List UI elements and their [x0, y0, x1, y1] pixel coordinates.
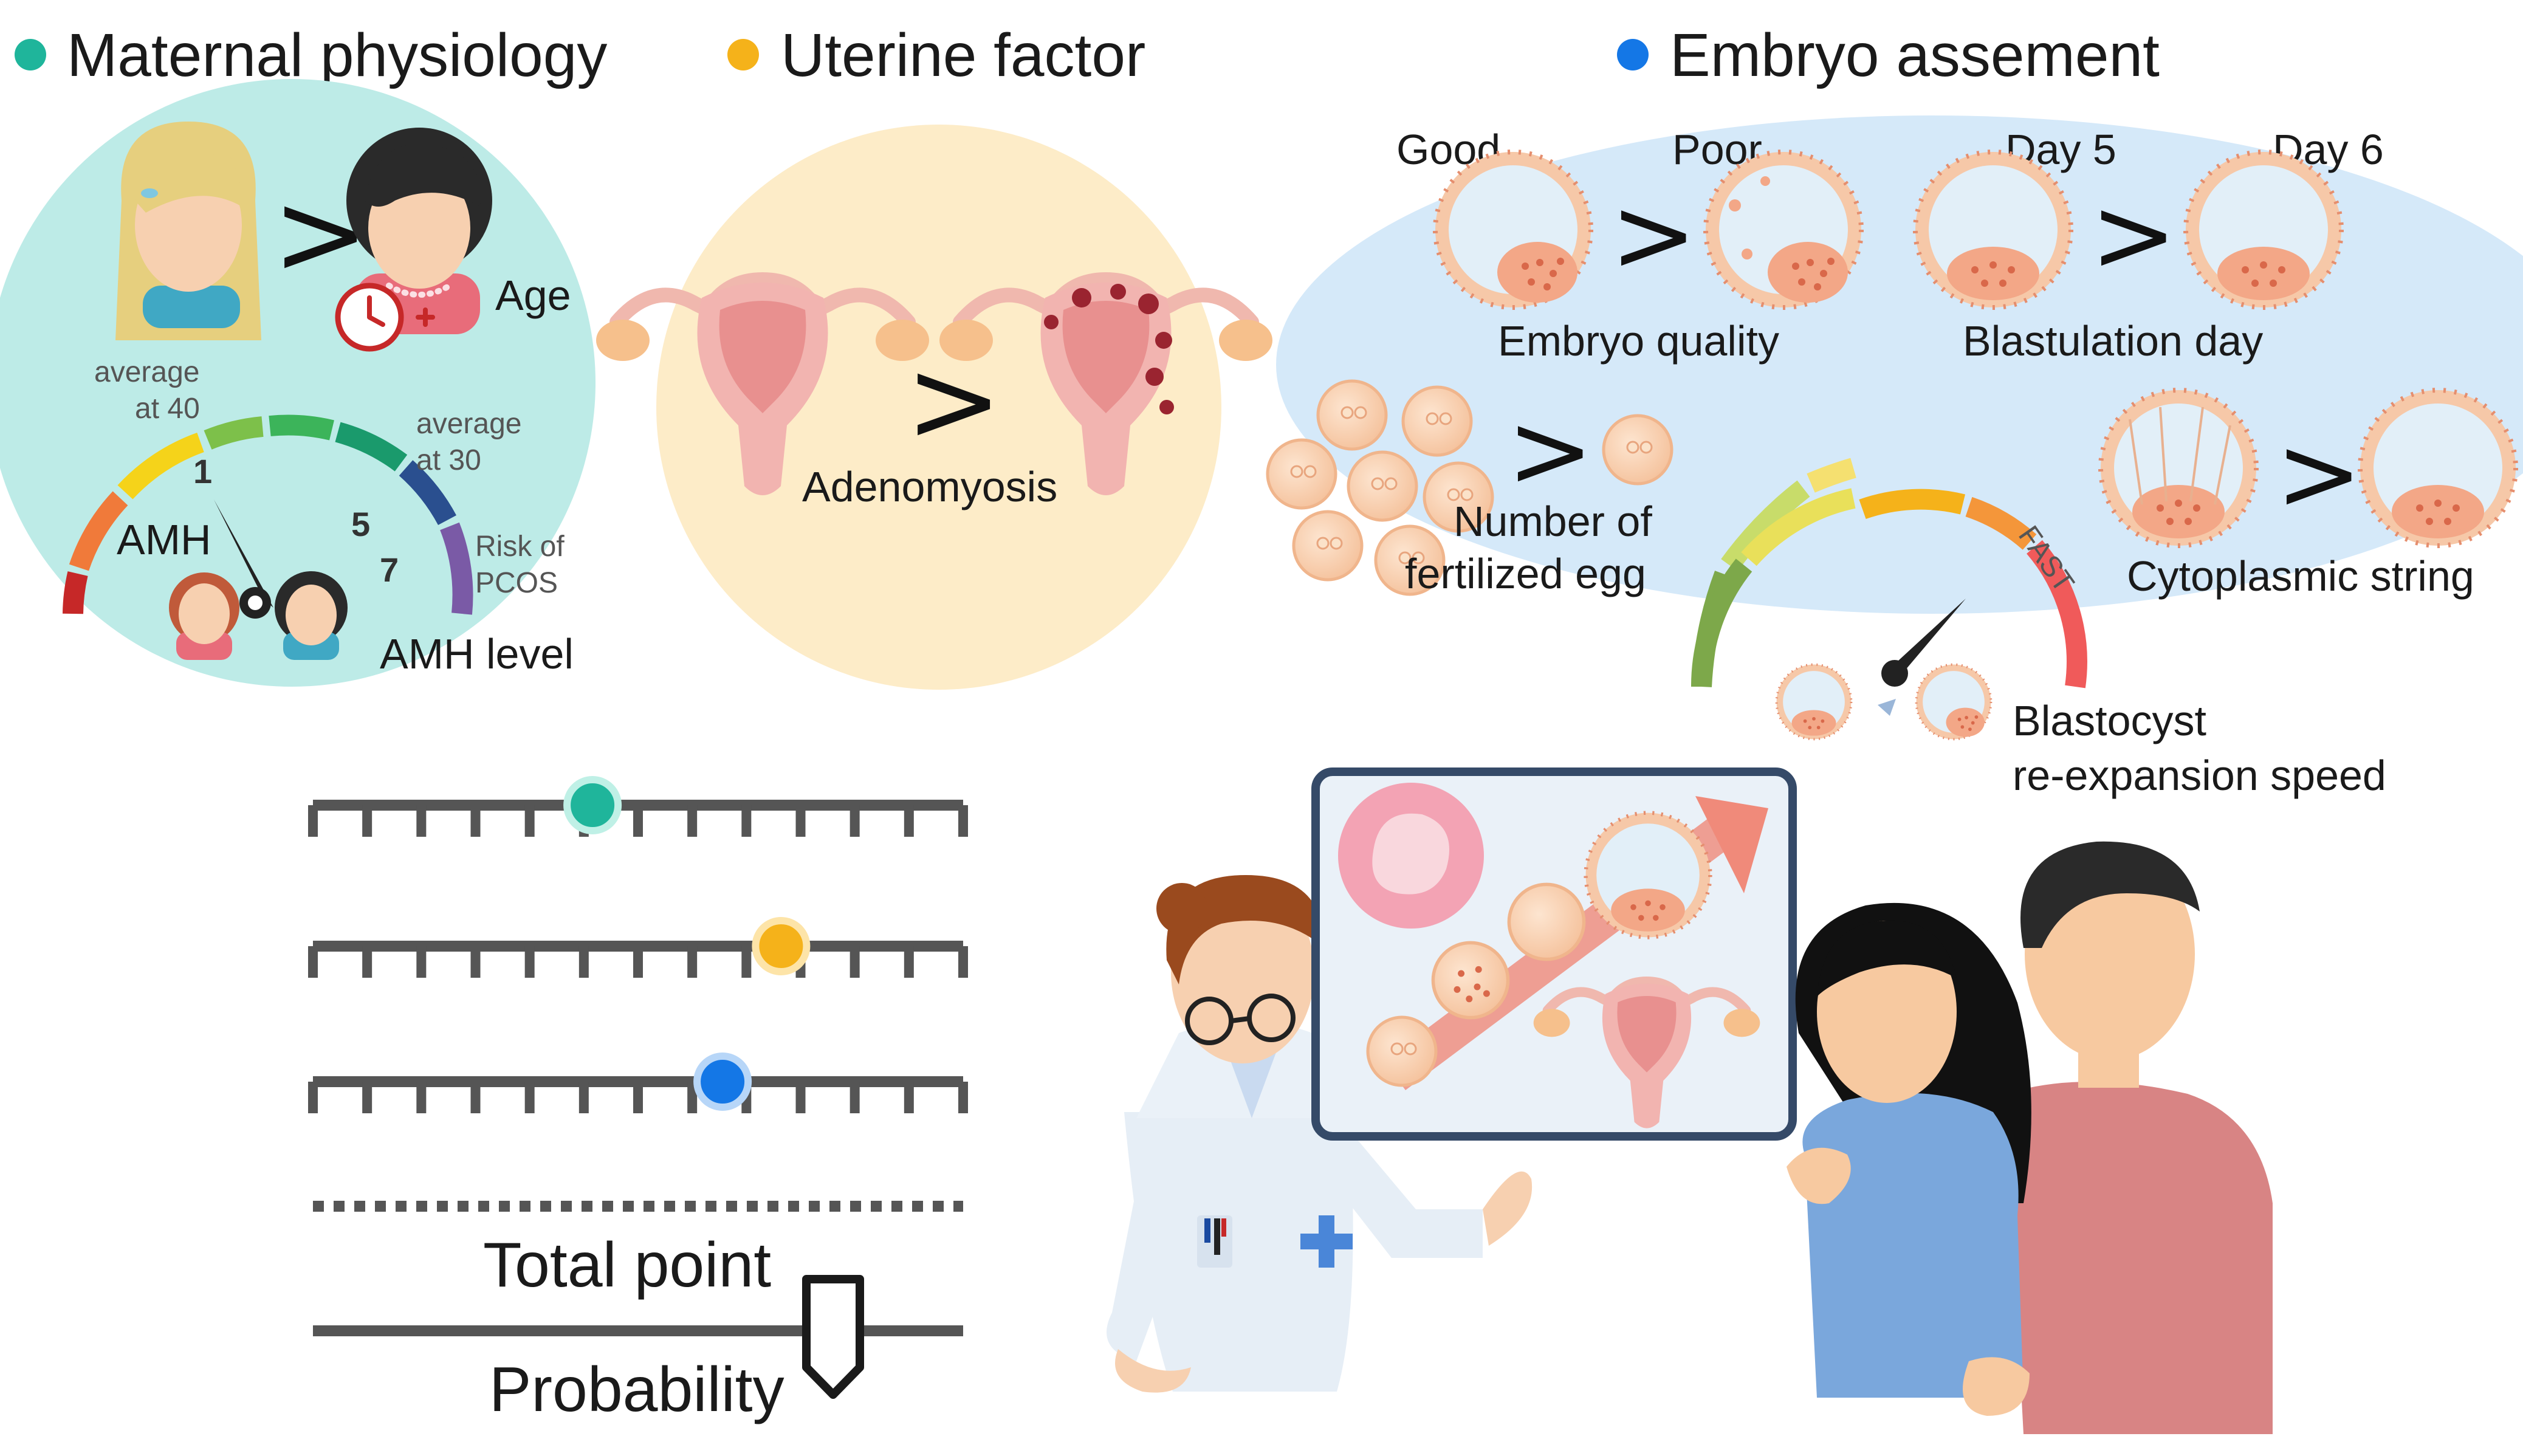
legend-dot-maternal	[15, 39, 46, 70]
reexp-line2: re-expansion speed	[2013, 752, 2386, 799]
blastocyst-string-icon	[2101, 390, 2256, 546]
avg40-line1: average	[94, 356, 199, 388]
uterine-panel: > Adenomyosis	[596, 125, 1272, 690]
blastocyst-poor-icon	[1706, 152, 1861, 307]
legend-dot-uterine	[727, 39, 759, 70]
header-embryo-text: Embryo assement	[1670, 21, 2160, 89]
cytoplasmic-string-label: Cytoplasmic string	[2127, 552, 2474, 600]
blastocyst-good-icon	[1435, 152, 1591, 307]
uterine-background	[656, 125, 1221, 690]
probability-pointer	[802, 1275, 864, 1399]
number-line2: fertilized egg	[1405, 550, 1646, 597]
single-egg-icon	[1604, 416, 1672, 484]
nomogram: Total point Probability	[308, 776, 968, 1425]
amh-gauge-label: AMH	[117, 516, 211, 563]
couple-illustration	[1787, 841, 2273, 1434]
tick-5-label: 5	[351, 505, 370, 543]
header-maternal-text: Maternal physiology	[67, 21, 607, 89]
nomogram-scale-embryo	[308, 1076, 968, 1113]
risk-line2: PCOS	[475, 567, 558, 599]
embryo-quality-label: Embryo quality	[1498, 317, 1779, 365]
board-egg-3	[1507, 882, 1586, 961]
header-maternal: Maternal physiology	[15, 21, 607, 89]
reexp-line1: Blastocyst	[2013, 697, 2206, 744]
adenomyosis-label: Adenomyosis	[802, 463, 1057, 510]
speed-gauge-inner-arcs	[1691, 488, 1856, 687]
board-egg-1	[1368, 1017, 1436, 1085]
reexpansion-small-blastocysts	[1775, 663, 1993, 741]
tick-7-label: 7	[380, 551, 399, 589]
small-woman-right-icon	[275, 571, 348, 660]
nomogram-dot-uterine	[752, 917, 811, 975]
amh-gauge	[63, 414, 473, 619]
blastocyst-day5-icon	[1915, 152, 2071, 307]
nomogram-dot-embryo	[693, 1053, 752, 1111]
board-egg-2	[1431, 941, 1510, 1020]
clock-icon	[335, 283, 435, 352]
blastocyst-day6-icon	[2186, 152, 2341, 307]
amh-level-label: AMH level	[380, 630, 574, 678]
number-greater-than: >	[1507, 391, 1593, 511]
probability-label: Probability	[489, 1355, 784, 1425]
uterus-adenomyosis-icon	[939, 280, 1272, 495]
header-uterine-text: Uterine factor	[781, 21, 1145, 89]
maternal-panel: > Age average	[0, 79, 596, 687]
blastulation-day-label: Blastulation day	[1963, 317, 2263, 365]
quality-greater-than: >	[1610, 175, 1697, 295]
nomogram-scale-maternal	[308, 800, 968, 837]
young-woman-icon	[115, 122, 261, 340]
header-uterine: Uterine factor	[727, 21, 1145, 89]
string-greater-than: >	[2276, 414, 2362, 534]
blastocyst-nostring-icon	[2360, 390, 2516, 546]
avg30-line2: at 30	[416, 444, 481, 476]
nomogram-scale-uterine	[308, 941, 968, 978]
display-board	[1311, 767, 1797, 1141]
doctor-illustration	[1107, 875, 1533, 1393]
legend-dot-embryo	[1617, 39, 1649, 70]
embryo-panel: Good Poor Day 5 Day 6 > Embryo quality >…	[1268, 115, 2523, 799]
avg30-line1: average	[416, 408, 521, 440]
day-greater-than: >	[2090, 175, 2177, 295]
risk-line1: Risk of	[475, 531, 565, 563]
nomogram-dot-maternal	[563, 776, 622, 834]
age-label: Age	[495, 272, 571, 319]
tick-1-label: 1	[193, 452, 212, 490]
total-point-label: Total point	[483, 1230, 771, 1300]
header-embryo: Embryo assement	[1617, 21, 2160, 89]
small-woman-left-icon	[169, 572, 239, 660]
number-line1: Number of	[1454, 498, 1652, 545]
avg40-line2: at 40	[135, 393, 200, 425]
board-blastocyst	[1586, 813, 1711, 938]
